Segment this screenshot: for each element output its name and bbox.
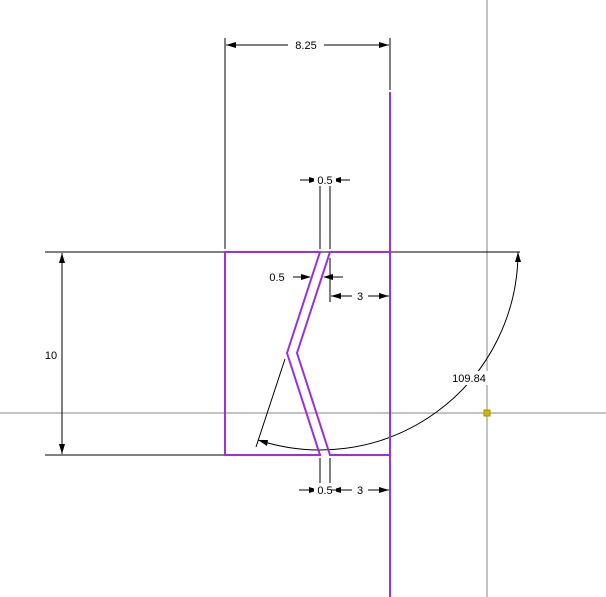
arrowhead-icon (59, 253, 65, 263)
dim-slot-width-bottom: 0.5 (299, 458, 351, 497)
dim-slot-width-bottom-value[interactable]: 0.5 (317, 485, 332, 497)
arrowhead-icon (379, 293, 389, 299)
sketch-origin-point[interactable] (483, 409, 491, 417)
dim-width-value[interactable]: 8.25 (295, 40, 316, 52)
slot-left-zigzag-line[interactable] (285, 250, 322, 457)
angle-arc (257, 251, 519, 451)
arrowhead-icon (301, 274, 311, 280)
arrowhead-icon (59, 444, 65, 454)
dim-slot-width-top: 0.5 (300, 173, 350, 249)
arrowhead-icon (331, 293, 341, 299)
label-background (314, 173, 336, 186)
label-background (288, 38, 324, 51)
dim-slot-offset-bottom: 3 (331, 485, 389, 497)
arrowhead-icon (379, 42, 389, 48)
slot-right-zigzag-line[interactable] (295, 250, 332, 457)
dim-slot-angle: 109.84 (255, 251, 521, 451)
extension-line (255, 358, 286, 448)
dim-overall-height: 10 (45, 251, 520, 456)
arrowhead-icon (379, 487, 389, 493)
dim-overall-width: 8.25 (224, 38, 391, 249)
dim-height-value[interactable]: 10 (45, 350, 57, 362)
label-background (445, 371, 493, 385)
arrowhead-icon (226, 42, 236, 48)
dim-slot-offset-bottom-value[interactable]: 3 (357, 485, 363, 497)
dim-slot-width-middle: 0.5 (269, 272, 343, 284)
dim-slot-angle-value[interactable]: 109.84 (452, 373, 486, 385)
arrowhead-icon (515, 252, 521, 262)
dim-slot-width-top-value[interactable]: 0.5 (317, 175, 332, 187)
dim-slot-offset-top-value[interactable]: 3 (357, 291, 363, 303)
label-background (314, 483, 336, 496)
dim-slot-width-middle-value[interactable]: 0.5 (269, 272, 284, 284)
dim-slot-offset-top: 3 (329, 258, 389, 303)
dimension-annotations: 8.25 10 0.5 0.5 (45, 38, 521, 497)
sketch-geometry (224, 92, 391, 597)
arrowhead-icon (323, 274, 333, 280)
arrowhead-icon (258, 440, 268, 446)
